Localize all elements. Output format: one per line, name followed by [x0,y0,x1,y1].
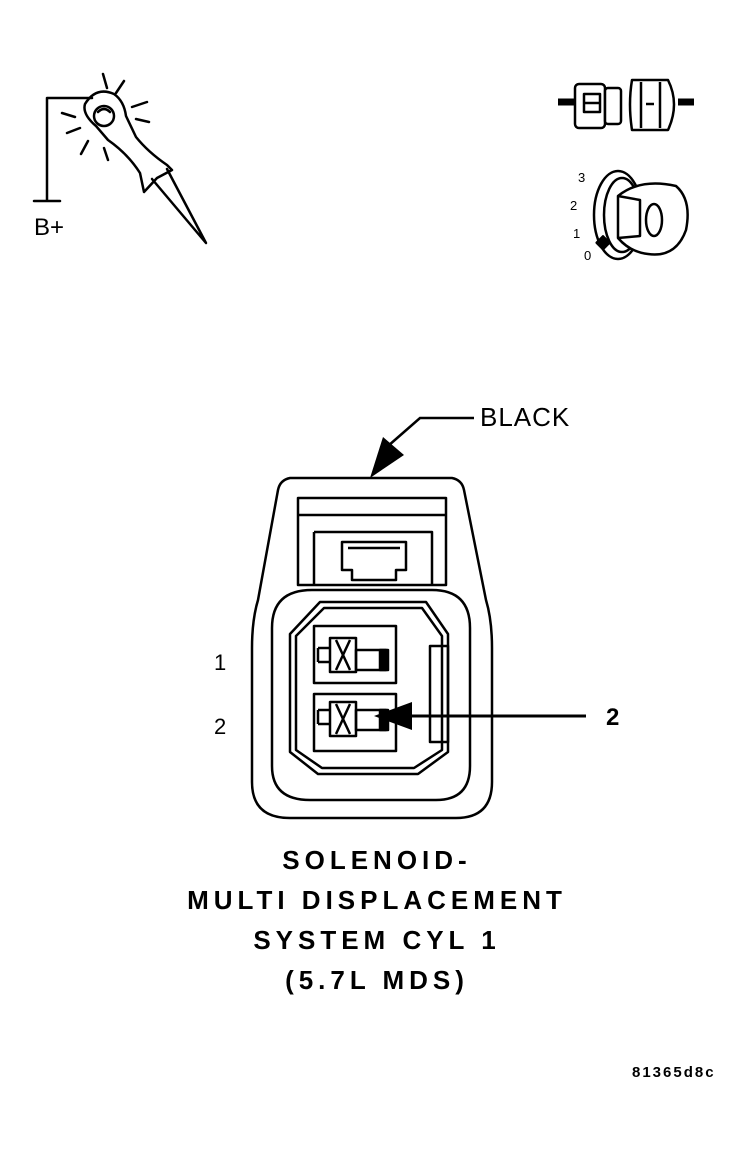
connector-title-line-3: SYSTEM CYL 1 [253,925,501,955]
connector-face [250,476,494,820]
key-position-0-label: 0 [584,248,592,263]
connector-disconnect-icon [558,78,694,132]
connector-color-label: BLACK [480,402,571,432]
pin-1-label: 1 [214,650,227,675]
pin-callout-arrow [374,702,586,730]
connector-title-line-4: (5.7L MDS) [285,965,469,995]
ignition-key-icon [592,169,689,261]
key-position-3-label: 3 [578,170,586,185]
figure-id: 81365d8c [632,1064,716,1081]
test-light-icon [32,72,208,245]
key-position-2-label: 2 [570,198,578,213]
connector-title-line-2: MULTI DISPLACEMENT [187,885,567,915]
connector-title: SOLENOID- MULTI DISPLACEMENT SYSTEM CYL … [0,840,754,1000]
key-position-1-label: 1 [573,226,581,241]
pin-2-label: 2 [214,714,227,739]
pin-callout-label: 2 [606,704,620,731]
connector-title-line-1: SOLENOID- [282,845,472,875]
b-plus-label: B+ [34,214,65,241]
color-leader-arrow [370,416,474,478]
